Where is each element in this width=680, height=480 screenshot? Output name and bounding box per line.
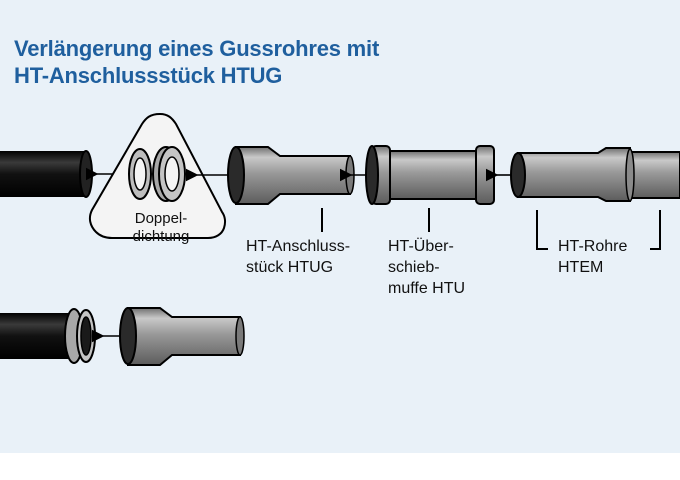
ht-slip-coupling-htu bbox=[365, 145, 495, 205]
label-htu-line-3: muffe HTU bbox=[388, 280, 466, 297]
leader-htem-right bbox=[650, 210, 661, 250]
seal-ring-2 bbox=[152, 146, 186, 202]
ht-pipe-htem bbox=[510, 147, 680, 202]
label-double-seal-line-2: dichtung bbox=[132, 228, 190, 245]
label-double-seal-line-1: Doppel- bbox=[134, 210, 188, 227]
label-htem-line-2: HTEM bbox=[558, 259, 604, 276]
bottom-margin bbox=[0, 453, 680, 480]
title-line-1: Verlängerung eines Gussrohres mit bbox=[14, 36, 380, 61]
double-seal-callout bbox=[88, 112, 227, 239]
label-htu-line-1: HT-Über- bbox=[388, 238, 454, 255]
label-htem-line-1: HT-Rohre bbox=[558, 238, 628, 255]
cast-iron-pipe-top bbox=[0, 150, 93, 198]
seal-ring-1 bbox=[128, 148, 152, 200]
label-htem: HT-Rohre HTEM bbox=[558, 236, 627, 278]
label-htug-line-2: stück HTUG bbox=[246, 259, 334, 276]
label-htug-line-1: HT-Anschluss- bbox=[246, 238, 351, 255]
assembly-drawing bbox=[0, 112, 680, 366]
leader-htem-left bbox=[536, 210, 548, 250]
title-line-2: HT-Anschlussstück HTUG bbox=[14, 63, 283, 88]
cast-iron-pipe-assembled bbox=[0, 308, 96, 364]
ht-connector-htug bbox=[227, 146, 355, 205]
ht-connector-htug-assembled bbox=[119, 307, 245, 366]
label-double-seal: Doppel- dichtung bbox=[108, 210, 214, 246]
label-htu: HT-Über- schieb- muffe HTU bbox=[388, 236, 465, 299]
label-htug: HT-Anschluss- stück HTUG bbox=[246, 236, 350, 278]
label-htu-line-2: schieb- bbox=[388, 259, 440, 276]
